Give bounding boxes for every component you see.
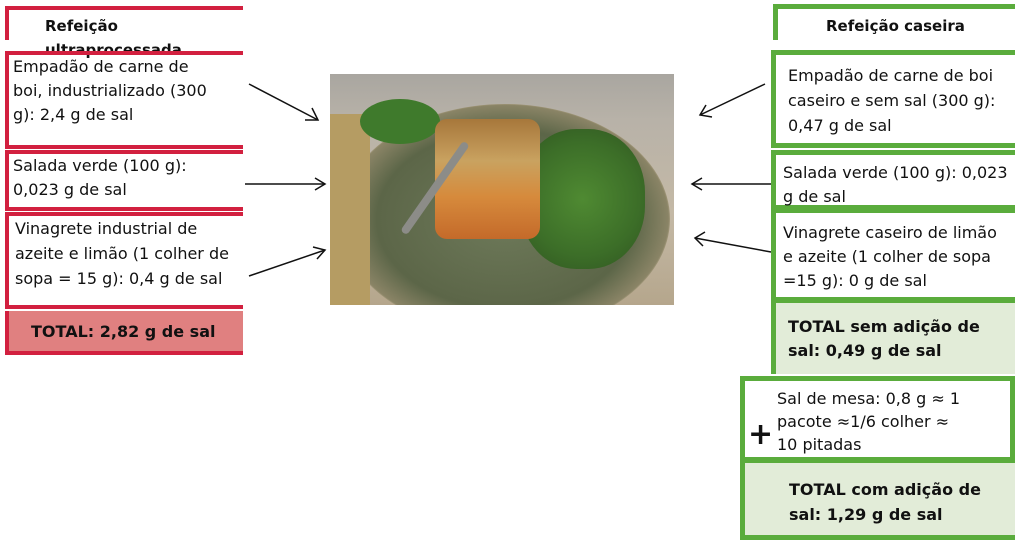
arrowhead — [690, 177, 703, 191]
arrow-right-1 — [699, 83, 766, 116]
arrow-right-3 — [694, 237, 772, 253]
right-item-3: Vinagrete caseiro de limão e azeite (1 c… — [771, 208, 1015, 302]
napkin — [330, 114, 370, 305]
right-total-without-salt: TOTAL sem adição de sal: 0,49 g de sal — [771, 298, 1015, 374]
salad-left — [360, 99, 440, 144]
left-total: TOTAL: 2,82 g de sal — [5, 311, 243, 355]
arrowhead — [698, 104, 713, 118]
right-title: Refeição caseira — [773, 4, 1015, 40]
right-item-2: Salada verde (100 g): 0,023 g de sal — [771, 150, 1015, 210]
right-total-with-salt: TOTAL com adição de sal: 1,29 g de sal — [740, 458, 1015, 540]
arrowhead — [312, 246, 327, 260]
plus-icon: + — [748, 417, 774, 452]
arrowhead — [305, 107, 320, 121]
arrowhead — [693, 231, 706, 247]
pie — [435, 119, 540, 239]
right-item-1: Empadão de carne de boi caseiro e sem sa… — [771, 50, 1015, 148]
left-item-3: Vinagrete industrial de azeite e limão (… — [5, 212, 243, 309]
left-item-2: Salada verde (100 g): 0,023 g de sal — [5, 150, 243, 211]
right-title-text: Refeição caseira — [826, 17, 965, 35]
arrowhead — [314, 177, 327, 191]
salad — [520, 129, 645, 269]
meal-photo — [330, 74, 674, 305]
table-salt-box: Sal de mesa: 0,8 g ≈ 1 pacote ≈1/6 colhe… — [740, 376, 1015, 462]
left-item-1: Empadão de carne de boi, industrializado… — [5, 51, 243, 149]
arrow-left-3 — [248, 249, 326, 277]
arrow-left-1 — [248, 83, 319, 121]
